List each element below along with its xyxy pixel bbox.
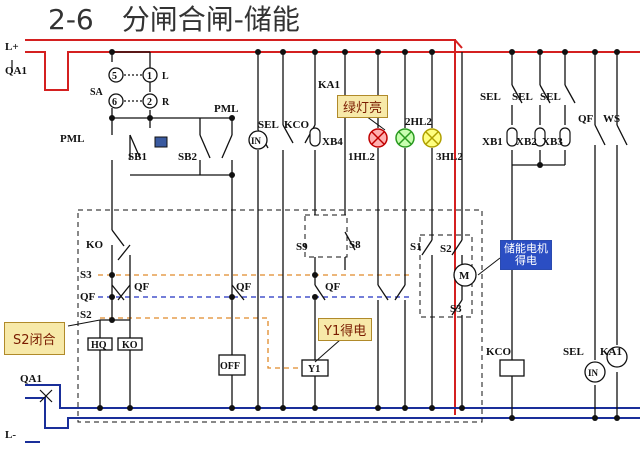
label-xb1: XB1 bbox=[482, 136, 503, 148]
pml-indicator bbox=[154, 136, 168, 148]
label-sa-2: 2 bbox=[147, 97, 152, 108]
label-ka1-top: KA1 bbox=[318, 79, 340, 91]
label-xb4: XB4 bbox=[322, 136, 343, 148]
label-motor: M bbox=[459, 270, 470, 282]
breaker-qa1 bbox=[11, 60, 53, 403]
label-ko-coil: KO bbox=[122, 340, 138, 351]
wiring bbox=[99, 51, 618, 418]
label-hq-coil: HQ bbox=[91, 340, 107, 351]
label-sel-r2: SEL bbox=[512, 91, 533, 103]
label-negative-bus: L- bbox=[5, 429, 16, 441]
label-kco-top: KCO bbox=[284, 119, 310, 131]
callout-s2-closed: S2闭合 bbox=[4, 322, 65, 355]
label-1hl2: 1HL2 bbox=[348, 151, 375, 163]
label-sel-r1: SEL bbox=[480, 91, 501, 103]
label-s8: S8 bbox=[349, 239, 361, 251]
callout-green-light: 绿灯亮 bbox=[337, 95, 389, 118]
label-3hl2: 3HL2 bbox=[436, 151, 463, 163]
label-qf-left: QF bbox=[80, 291, 96, 303]
label-sel-top: SEL bbox=[258, 119, 279, 131]
label-sb1: SB1 bbox=[128, 151, 147, 163]
instrument-symbols bbox=[248, 130, 628, 383]
label-in-coil: IN bbox=[588, 368, 599, 378]
label-qf-right: QF bbox=[578, 113, 594, 125]
label-xb3: XB3 bbox=[542, 136, 563, 148]
label-sa-6: 6 bbox=[112, 97, 117, 108]
coils bbox=[87, 337, 525, 377]
label-xb2: XB2 bbox=[516, 136, 537, 148]
page-title: 2-6 分闸合闸-储能 bbox=[48, 3, 300, 36]
label-qf-mid2: QF bbox=[236, 281, 252, 293]
sa-selector bbox=[108, 67, 158, 109]
label-sa-r: R bbox=[162, 97, 170, 108]
junction-dots bbox=[97, 49, 620, 421]
label-sa-5: 5 bbox=[112, 71, 117, 82]
label-qf-mid1: QF bbox=[134, 281, 150, 293]
label-positive-bus: L+ bbox=[5, 41, 19, 53]
label-sel-r3: SEL bbox=[540, 91, 561, 103]
label-kco-coil: KCO bbox=[486, 346, 512, 358]
label-pml-left: PML bbox=[60, 133, 84, 145]
label-in: IN bbox=[251, 136, 262, 146]
label-pml-top: PML bbox=[214, 103, 238, 115]
positive-bus bbox=[25, 39, 640, 415]
negative-bus bbox=[25, 384, 640, 443]
links bbox=[309, 127, 571, 147]
label-qa1-bottom: QA1 bbox=[20, 373, 42, 385]
label-s2-right: S2 bbox=[440, 243, 452, 255]
label-ko-left: KO bbox=[86, 239, 104, 251]
label-s2-left: S2 bbox=[80, 309, 92, 321]
label-y1-coil: Y1 bbox=[308, 364, 320, 375]
label-sa: SA bbox=[90, 87, 104, 98]
label-sa-1: 1 bbox=[147, 71, 152, 82]
label-ka1-coil: KA1 bbox=[600, 346, 622, 358]
indicator-lamps bbox=[368, 128, 442, 148]
callout-y1-energized: Y1得电 bbox=[318, 318, 373, 341]
label-2hl2: 2HL2 bbox=[405, 116, 432, 128]
label-s3-left: S3 bbox=[80, 269, 92, 281]
switch-contacts bbox=[111, 84, 628, 316]
label-s3-right: S3 bbox=[450, 303, 462, 315]
label-off-coil: OFF bbox=[220, 361, 240, 372]
label-s9: S9 bbox=[296, 241, 308, 253]
callout-motor: 储能电机得电 bbox=[500, 240, 552, 270]
label-sa-l: L bbox=[162, 71, 169, 82]
dashed-orange-path bbox=[98, 274, 410, 369]
label-qf-mid3: QF bbox=[325, 281, 341, 293]
label-s1: S1 bbox=[410, 241, 422, 253]
label-sel-coil: SEL bbox=[563, 346, 584, 358]
label-sb2: SB2 bbox=[178, 151, 197, 163]
label-ws: WS bbox=[603, 113, 620, 125]
label-qa1-top: QA1 bbox=[5, 65, 27, 77]
